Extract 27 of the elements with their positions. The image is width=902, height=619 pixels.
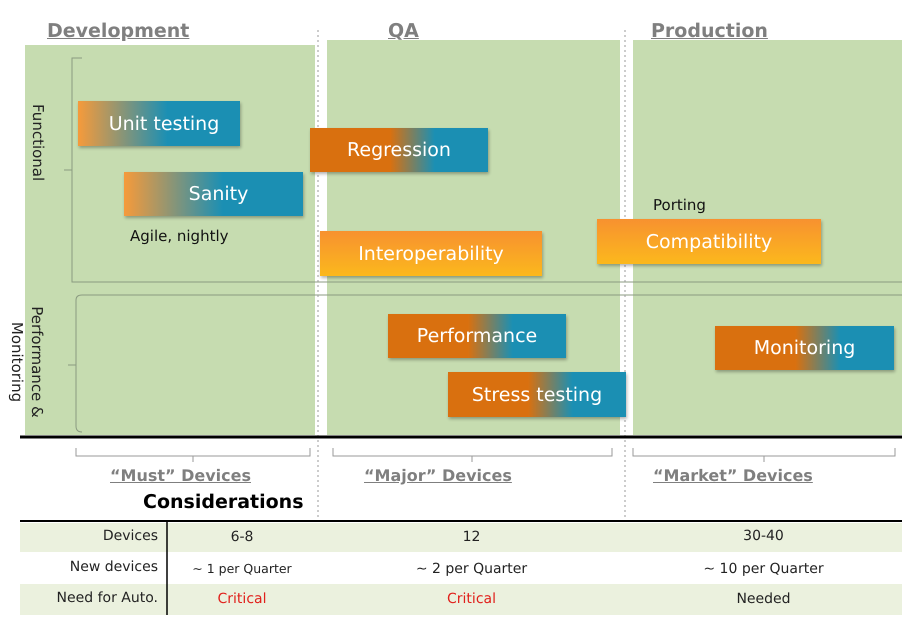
table-cell-text: Needed bbox=[735, 591, 792, 607]
row-axis-label: Performance & Monitoring bbox=[7, 305, 47, 420]
row-header: New devices bbox=[68, 559, 158, 575]
table-title: Considerations bbox=[143, 491, 304, 513]
table-cell-text: 30-40 bbox=[742, 528, 785, 544]
table-cell-text: 6-8 bbox=[230, 529, 254, 545]
column-heading: Development bbox=[47, 20, 190, 42]
row-header: Devices bbox=[102, 528, 158, 544]
test-type-bar: Interoperability bbox=[320, 231, 542, 276]
table-cell-text: ~ 1 per Quarter bbox=[191, 561, 293, 576]
table-cell-text: 12 bbox=[462, 529, 482, 545]
column-heading: Production bbox=[651, 20, 768, 42]
test-type-bar: Sanity bbox=[124, 172, 303, 216]
column-heading: QA bbox=[388, 20, 419, 42]
row-header: Need for Auto. bbox=[56, 590, 158, 606]
test-type-bar: Unit testing bbox=[78, 101, 240, 146]
table-cell-text: ~ 10 per Quarter bbox=[702, 561, 825, 577]
annotation-text: Porting bbox=[653, 196, 706, 214]
annotation-text: Agile, nightly bbox=[130, 227, 229, 245]
table-cell-text: Critical bbox=[216, 591, 268, 607]
table-cell-text: ~ 2 per Quarter bbox=[414, 561, 528, 577]
row-axis-label: Functional bbox=[29, 104, 47, 182]
test-type-bar: Compatibility bbox=[597, 219, 821, 264]
table-cell-text: Critical bbox=[446, 591, 497, 607]
device-category: “Major” Devices bbox=[364, 466, 512, 485]
device-category: “Must” Devices bbox=[110, 466, 251, 485]
device-category: “Market” Devices bbox=[653, 466, 813, 485]
